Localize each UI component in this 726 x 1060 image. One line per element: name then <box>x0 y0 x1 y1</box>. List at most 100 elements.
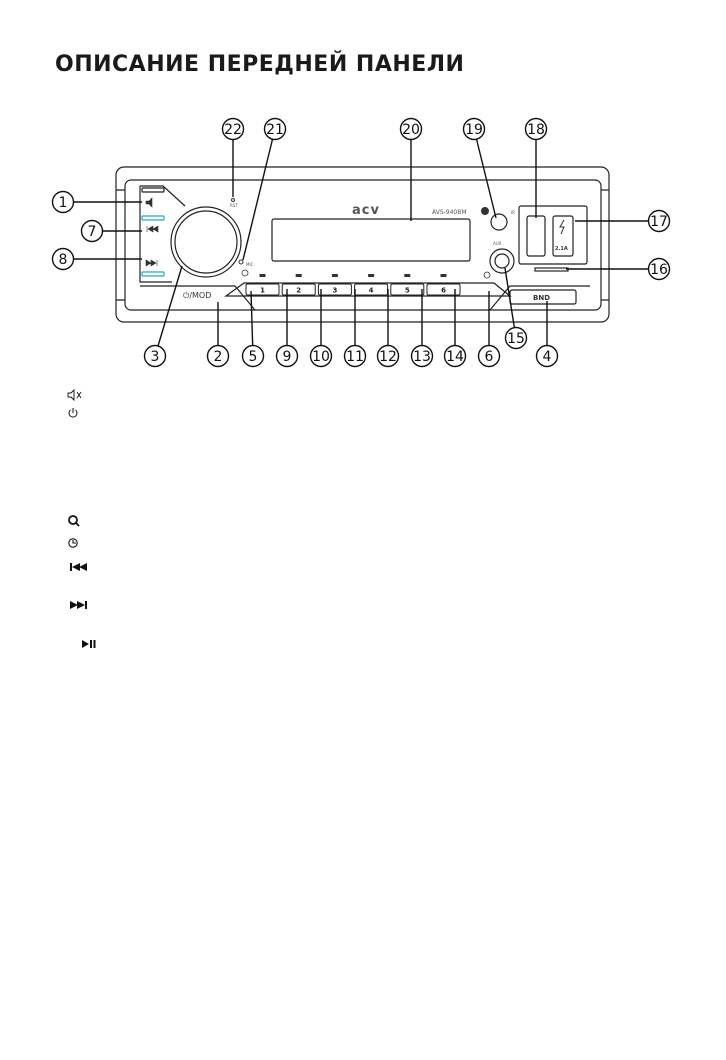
callout-number: 22 <box>224 122 242 138</box>
callout-leader-21 <box>242 128 276 261</box>
usb-port-right <box>552 215 574 257</box>
ir-sensor <box>490 213 508 231</box>
callout-number: 15 <box>507 331 525 347</box>
previous-track-icon <box>70 563 87 571</box>
preset-function-icon <box>440 274 447 277</box>
callout-number: 8 <box>59 252 68 268</box>
preset-button-label: 1 <box>260 287 265 295</box>
preset-button-6[interactable]: 6 <box>426 274 461 296</box>
aux-jack-inner <box>494 253 510 269</box>
callout-8: 8 <box>51 247 75 271</box>
search-knob-icon <box>241 269 249 277</box>
callout-14: 14 <box>443 344 467 368</box>
brand-logo: acv <box>352 203 380 218</box>
right-bracket <box>601 189 609 301</box>
usb-current-label: 2.1A <box>555 246 568 252</box>
bottom-trim-left <box>140 285 256 311</box>
page-title: ОПИСАНИЕ ПЕРЕДНЕЙ ПАНЕЛИ <box>55 52 465 77</box>
preset-button-3[interactable]: 3 <box>317 274 352 296</box>
aux-label: AUX <box>493 241 502 246</box>
play-pause-icon <box>82 640 96 648</box>
preset-strip <box>224 282 512 297</box>
preset-function-icon <box>295 274 302 277</box>
callout-number: 21 <box>266 122 284 138</box>
next-button-bar[interactable] <box>141 271 165 277</box>
rst-hole <box>231 198 235 202</box>
mic-hole <box>238 259 244 265</box>
callout-12: 12 <box>376 344 400 368</box>
callout-number: 13 <box>413 349 431 365</box>
left-button-frame <box>139 185 186 283</box>
mute-icon <box>145 197 153 208</box>
callout-number: 14 <box>446 349 464 365</box>
callout-20: 20 <box>399 117 423 141</box>
preset-button-label: 4 <box>369 287 374 295</box>
callout-11: 11 <box>343 344 367 368</box>
callout-15: 15 <box>504 326 528 350</box>
callout-7: 7 <box>80 219 104 243</box>
callout-number: 1 <box>59 195 68 211</box>
preset-button-label: 3 <box>332 287 337 295</box>
callout-leaders <box>63 128 659 357</box>
mute-button-top-bar[interactable] <box>141 187 165 193</box>
preset-buttons: 1 2 3 4 5 6 <box>245 274 461 296</box>
preset-button-label: 2 <box>296 287 301 295</box>
next-track-icon <box>70 601 87 609</box>
callout-number: 18 <box>527 122 545 138</box>
callout-number: 4 <box>543 349 552 365</box>
callout-number: 7 <box>88 224 97 240</box>
display-window <box>271 218 471 262</box>
callout-number: 11 <box>346 349 364 365</box>
preset-button-label: 5 <box>405 287 410 295</box>
search-icon <box>68 515 80 527</box>
clock-small-icon <box>483 271 491 279</box>
callout-number: 6 <box>485 349 494 365</box>
power-mode-label: ⏻/MOD <box>183 291 211 300</box>
callout-leader-19 <box>473 128 497 219</box>
left-bracket <box>116 189 125 301</box>
callout-number: 12 <box>379 349 397 365</box>
callout-number: 10 <box>312 349 330 365</box>
callout-number: 16 <box>650 262 668 278</box>
preset-function-icon <box>404 274 411 277</box>
preset-button-2[interactable]: 2 <box>281 274 316 296</box>
callout-13: 13 <box>410 344 434 368</box>
volume-knob <box>170 206 242 278</box>
usb-lightning-icon <box>559 219 565 235</box>
preset-button-5[interactable]: 5 <box>390 274 425 296</box>
preset-button-4[interactable]: 4 <box>354 274 389 296</box>
callout-19: 19 <box>462 117 486 141</box>
callout-2: 2 <box>206 344 230 368</box>
prev-button-bar[interactable] <box>141 215 165 221</box>
callout-3: 3 <box>143 344 167 368</box>
callout-4: 4 <box>535 344 559 368</box>
prev-icon <box>146 225 159 233</box>
callout-16: 16 <box>647 257 671 281</box>
next-icon <box>145 259 158 267</box>
callout-21: 21 <box>263 117 287 141</box>
callout-number: 17 <box>650 214 668 230</box>
callout-number: 19 <box>465 122 483 138</box>
preset-function-icon <box>368 274 375 277</box>
callout-leader-3 <box>154 265 183 357</box>
volume-knob-ring <box>174 210 238 274</box>
callout-number: 9 <box>283 349 292 365</box>
callout-5: 5 <box>241 344 265 368</box>
preset-button-label: 6 <box>441 287 446 295</box>
bottom-trim-right <box>489 285 590 311</box>
rst-label: RST <box>230 203 238 208</box>
callout-leader-15 <box>504 267 517 339</box>
card-slot <box>534 267 569 272</box>
callout-number: 2 <box>214 349 223 365</box>
callout-22: 22 <box>221 117 245 141</box>
usb-port-left <box>526 215 546 257</box>
mute-icon <box>67 388 82 402</box>
ir-label: IR <box>511 210 515 215</box>
preset-button-1[interactable]: 1 <box>245 274 280 296</box>
power-icon <box>68 408 78 418</box>
panel-inner-frame <box>124 179 602 311</box>
bluetooth-icon <box>481 207 489 215</box>
preset-function-icon <box>331 274 338 277</box>
